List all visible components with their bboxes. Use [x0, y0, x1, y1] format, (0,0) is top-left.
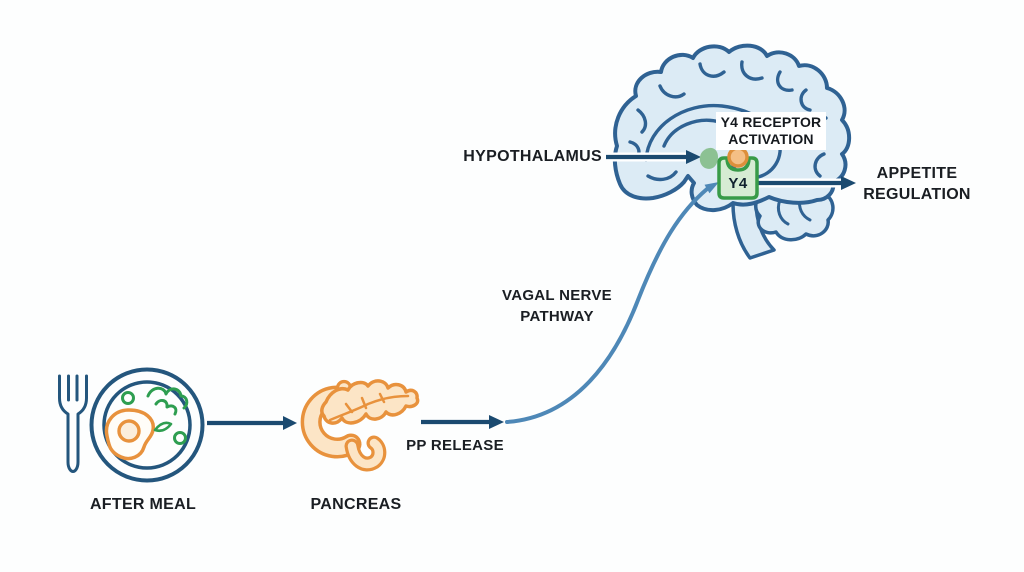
hypothalamus-label: HYPOTHALAMUS	[463, 148, 602, 165]
arrowhead	[841, 176, 856, 190]
pp-release-label: PP RELEASE	[406, 437, 504, 454]
pp-ligand-icon	[727, 146, 749, 168]
meal-plate-icon	[89, 367, 205, 483]
vagal-line2: PATHWAY	[520, 308, 594, 325]
y4-activation-line2: ACTIVATION	[728, 131, 814, 147]
arrowhead	[686, 150, 701, 164]
pp-release-arrow	[421, 415, 504, 429]
vagal-arrowhead	[704, 182, 719, 194]
pancreatic-duct	[328, 392, 410, 422]
arrowhead	[489, 415, 504, 429]
fork-icon	[58, 374, 88, 473]
appetite-regulation-label: APPETITE REGULATION	[863, 163, 971, 205]
pancreas-icon	[300, 379, 420, 472]
hypothalamus-arrow	[606, 150, 701, 164]
after-meal-label: AFTER MEAL	[89, 496, 197, 513]
vagal-pathway-curve	[505, 182, 719, 424]
hypothalamus-icon	[699, 147, 718, 169]
vagal-pathway-label: VAGAL NERVE PATHWAY	[502, 285, 612, 327]
egg-icon	[104, 408, 155, 461]
arrowhead	[283, 416, 297, 430]
greens-icon	[121, 386, 189, 445]
appetite-line2: REGULATION	[863, 186, 971, 203]
appetite-line1: APPETITE	[876, 165, 958, 182]
y4-receptor-label: Y4	[728, 175, 748, 192]
pancreas-label: PANCREAS	[310, 496, 402, 513]
y4-activation-label: Y4 RECEPTOR ACTIVATION	[716, 112, 826, 150]
meal-to-pancreas-arrow	[207, 416, 297, 430]
y4-activation-line1: Y4 RECEPTOR	[720, 114, 822, 130]
vagal-line1: VAGAL NERVE	[502, 287, 612, 304]
y4-receptor-icon	[717, 146, 759, 200]
appetite-arrow	[757, 176, 856, 190]
